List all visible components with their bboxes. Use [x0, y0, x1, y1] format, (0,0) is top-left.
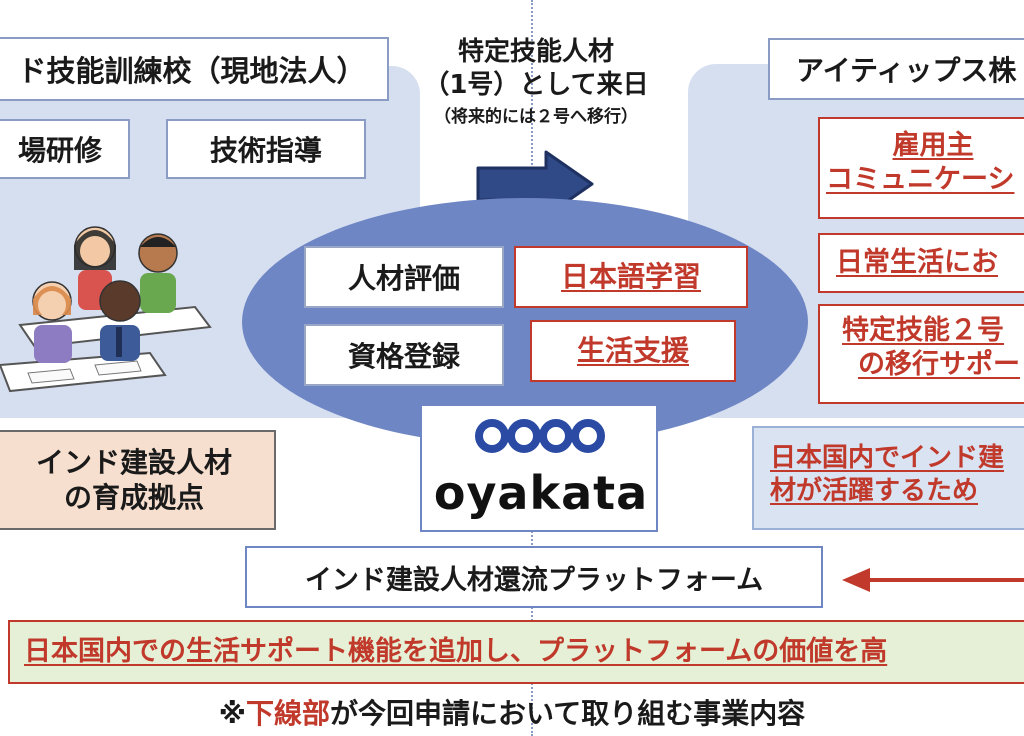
support-item-employer-communication: 雇用主 コミュニケーシ: [818, 117, 1024, 219]
chip-qualification-registration: 資格登録: [304, 324, 504, 386]
students-illustration: [0, 226, 212, 393]
company-title: アイティップス株: [768, 38, 1024, 100]
life-support-label: 生活支援: [576, 334, 689, 367]
item3-line-2: の移行サポー: [858, 348, 1020, 380]
purpose-box: 日本国内でインド建 材が活躍するため: [752, 426, 1024, 530]
oyakata-logo: oyakata: [420, 404, 658, 532]
hub-line-2: の育成拠点: [63, 481, 204, 514]
migration-line-1: 特定技能人材: [457, 37, 614, 67]
footnote: ※下線部が今回申請において取り組む事業内容: [0, 692, 1024, 732]
migration-heading: 特定技能人材 （1号）として来日 （将来的には２号へ移行）: [400, 36, 672, 128]
summary-banner-text: 日本国内での生活サポート機能を追加し、プラットフォームの価値を高: [24, 636, 888, 667]
footnote-mark: ※: [218, 697, 247, 730]
chip-site-training: 場研修: [0, 119, 130, 179]
footnote-highlight: 下線部: [246, 697, 331, 730]
platform-bar: インド建設人材還流プラットフォーム: [245, 546, 823, 608]
chip-talent-evaluation: 人材評価: [304, 246, 504, 308]
logo-wordmark: oyakata: [433, 466, 649, 520]
item1-line-2: コミュニケーシ: [826, 163, 1015, 195]
logo-rings-icon: [475, 419, 605, 453]
item3-line-1: 特定技能２号: [842, 315, 1004, 346]
hub-line-1: インド建設人材: [35, 446, 232, 479]
migration-line-3: （将来的には２号へ移行）: [434, 107, 638, 127]
chip-technical-guidance: 技術指導: [166, 119, 366, 179]
japanese-learning-label: 日本語学習: [560, 260, 701, 293]
summary-banner: 日本国内での生活サポート機能を追加し、プラットフォームの価値を高: [8, 620, 1024, 684]
school-title: ド技能訓練校（現地法人）: [0, 37, 389, 101]
chip-life-support: 生活支援: [530, 320, 736, 382]
hub-box: インド建設人材 の育成拠点: [0, 430, 276, 530]
support-item-skill-transition: 特定技能２号 の移行サポー: [818, 304, 1024, 404]
chip-japanese-learning: 日本語学習: [514, 246, 748, 308]
footnote-text: が今回申請において取り組む事業内容: [330, 697, 806, 730]
purpose-line-1: 日本国内でインド建: [770, 443, 1005, 473]
item1-line-1: 雇用主: [892, 130, 974, 161]
migration-line-2: （1号）として来日: [423, 69, 649, 100]
left-arrow-icon: [842, 568, 1024, 592]
purpose-line-2: 材が活躍するため: [770, 475, 979, 506]
support-item-daily-life: 日常生活にお: [818, 233, 1024, 293]
